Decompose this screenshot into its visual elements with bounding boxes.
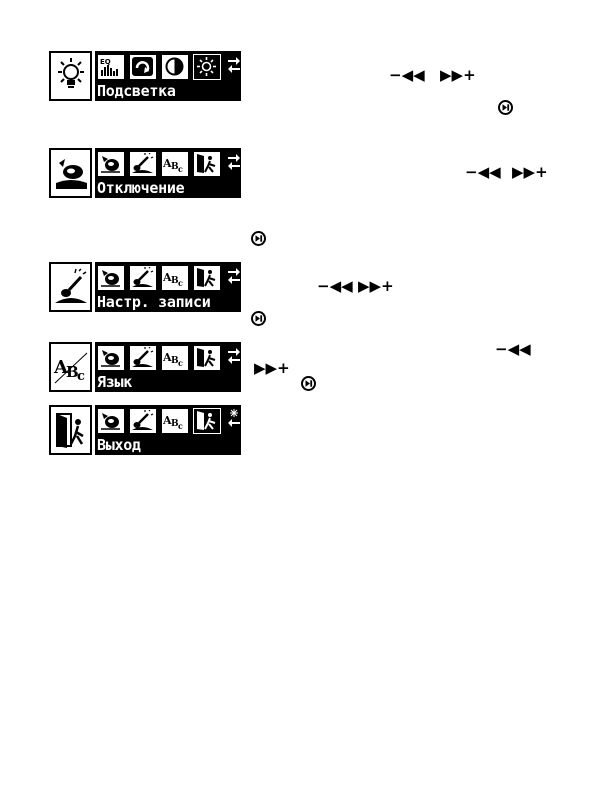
- lcd-panel: Настр. записи: [95, 262, 241, 312]
- next-key-symbol: ▶▶+: [512, 163, 548, 181]
- lcd-panel: Подсветка: [95, 51, 241, 101]
- exit-icon[interactable]: [193, 265, 221, 291]
- record-settings-icon[interactable]: [129, 345, 157, 371]
- backlight-icon[interactable]: [193, 54, 221, 80]
- microphone-icon: [49, 262, 92, 312]
- equalizer-icon[interactable]: [97, 54, 125, 80]
- language-icon[interactable]: [161, 265, 189, 291]
- menu-screen-shutdown: Отключение: [49, 148, 241, 198]
- prev-key-symbol: −◀◀: [389, 66, 425, 84]
- abc-icon: [49, 342, 92, 392]
- menu-screen-backlight: Подсветка: [49, 51, 241, 101]
- prev-key-symbol: −◀◀: [495, 340, 531, 358]
- menu-label: Выход: [97, 436, 141, 454]
- play-pause-icon: [251, 231, 266, 246]
- sleep-icon: [49, 148, 92, 198]
- record-settings-icon[interactable]: [129, 265, 157, 291]
- exit-icon[interactable]: [193, 345, 221, 371]
- language-icon[interactable]: [161, 345, 189, 371]
- menu-label: Настр. записи: [97, 293, 211, 311]
- sleep-timer-icon[interactable]: [97, 408, 125, 434]
- exit-icon[interactable]: [193, 408, 221, 434]
- next-key-symbol: ▶▶+: [358, 277, 394, 295]
- next-key-symbol: ▶▶+: [440, 66, 476, 84]
- sleep-timer-icon[interactable]: [97, 345, 125, 371]
- prev-key-symbol: −◀◀: [465, 163, 501, 181]
- menu-screen-language: Язык: [49, 342, 241, 392]
- language-icon[interactable]: [161, 408, 189, 434]
- exit-door-icon: [49, 405, 92, 455]
- play-pause-icon: [251, 311, 266, 326]
- next-key-symbol: ▶▶+: [254, 359, 290, 377]
- play-pause-icon: [498, 100, 513, 115]
- menu-label: Язык: [97, 373, 132, 391]
- menu-screen-record-settings: Настр. записи: [49, 262, 241, 312]
- record-settings-icon[interactable]: [129, 408, 157, 434]
- record-settings-icon[interactable]: [129, 151, 157, 177]
- exit-icon[interactable]: [193, 151, 221, 177]
- prev-key-symbol: −◀◀: [317, 277, 353, 295]
- sleep-timer-icon[interactable]: [97, 151, 125, 177]
- play-pause-icon: [301, 376, 316, 391]
- lcd-panel: Язык: [95, 342, 241, 392]
- scroll-arrows-icon: [228, 409, 240, 429]
- scroll-arrows-icon: [228, 152, 240, 172]
- menu-screen-exit: Выход: [49, 405, 241, 455]
- sleep-timer-icon[interactable]: [97, 265, 125, 291]
- lightbulb-icon: [49, 51, 92, 101]
- lcd-panel: Выход: [95, 405, 241, 455]
- scroll-arrows-icon: [228, 266, 240, 286]
- menu-label: Подсветка: [97, 82, 176, 100]
- scroll-arrows-icon: [228, 55, 240, 75]
- lcd-panel: Отключение: [95, 148, 241, 198]
- scroll-arrows-icon: [228, 346, 240, 366]
- contrast-icon[interactable]: [161, 54, 189, 80]
- menu-label: Отключение: [97, 179, 185, 197]
- language-icon[interactable]: [161, 151, 189, 177]
- repeat-icon[interactable]: [129, 54, 157, 80]
